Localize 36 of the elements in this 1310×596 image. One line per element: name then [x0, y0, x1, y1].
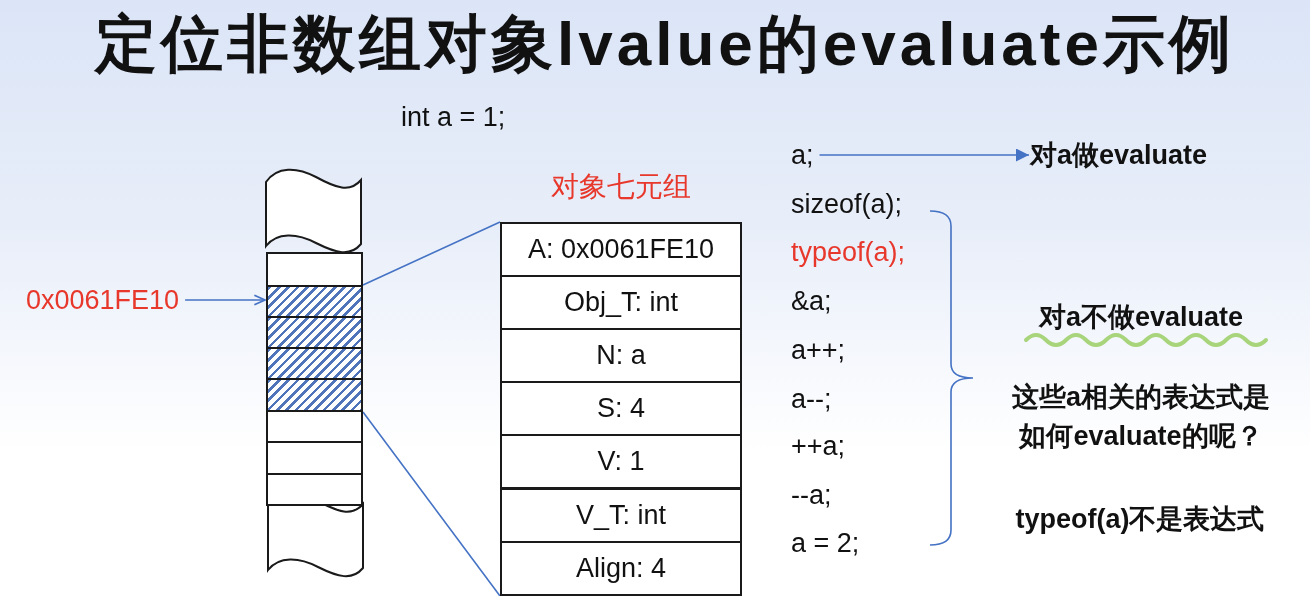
arrow: [184, 294, 266, 306]
code-line: a--;: [791, 383, 832, 416]
arrow: [818, 148, 1030, 162]
result-text: 对a做evaluate: [1030, 138, 1208, 172]
table-cell: A: 0x0061FE10: [500, 222, 742, 277]
annotation-text: typeof(a)不是表达式: [1015, 503, 1265, 536]
annotation-text: 这些a相关的表达式是如何evaluate的呢？: [1011, 381, 1271, 453]
hatched-memory-cell: [266, 316, 363, 349]
table-cell: N: a: [500, 328, 742, 383]
memory-cell: [266, 473, 363, 506]
code-line: sizeof(a);: [791, 188, 903, 221]
memory-cell: [266, 252, 363, 287]
address-label: 0x0061FE10: [26, 283, 180, 317]
code-line: a++;: [791, 334, 846, 367]
code-line: a;: [791, 138, 814, 172]
slide-title: 定位非数组对象lvalue的evaluate示例: [95, 8, 1235, 80]
annotation-text: 对a不做evaluate: [1038, 301, 1244, 334]
table-cell: V_T: int: [500, 488, 742, 543]
code-line: ++a;: [791, 430, 846, 463]
table-cell: S: 4: [500, 381, 742, 436]
table-cell: Align: 4: [500, 541, 742, 596]
hatched-memory-cell: [266, 378, 363, 412]
hatched-memory-cell: [266, 347, 363, 380]
code-line: &a;: [791, 285, 832, 318]
memory-cell: [266, 410, 363, 443]
table-cell: Obj_T: int: [500, 275, 742, 330]
code-line: --a;: [791, 479, 832, 512]
table-cell: V: 1: [500, 434, 742, 489]
hatched-memory-cell: [266, 285, 363, 318]
table-title: 对象七元组: [551, 170, 691, 204]
connector-line: [362, 221, 501, 286]
memory-cell: [266, 441, 363, 475]
code-line: a = 2;: [791, 527, 860, 560]
code-line: int a = 1;: [401, 101, 506, 134]
connector-line: [362, 411, 501, 596]
code-line: typeof(a);: [791, 236, 906, 269]
